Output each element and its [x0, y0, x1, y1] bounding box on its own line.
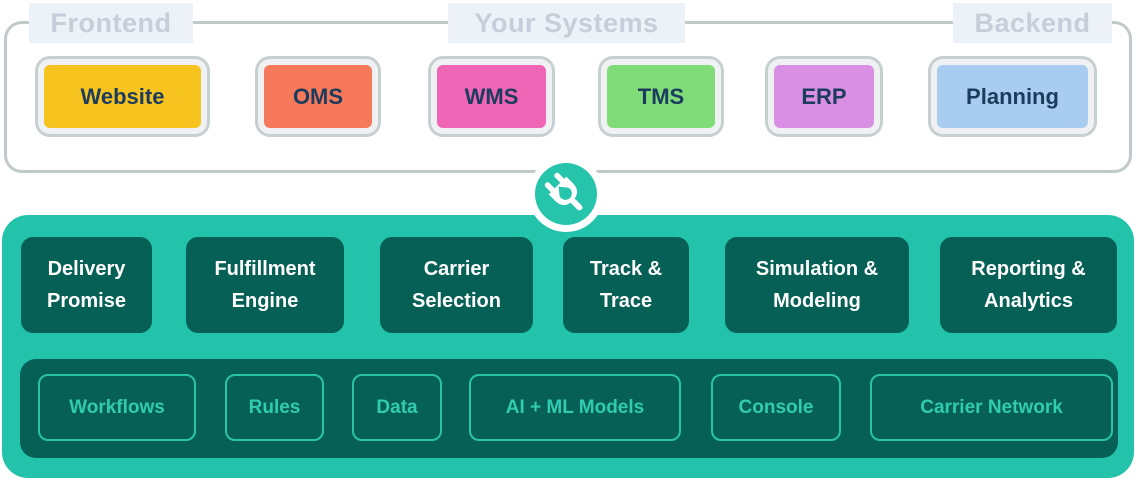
module-carrier-selection: Carrier Selection	[380, 237, 533, 333]
system-box-wms: WMS	[431, 59, 552, 134]
system-box-erp: ERP	[768, 59, 880, 134]
foundation-item-data: Data	[352, 374, 442, 441]
foundation-item-rules: Rules	[225, 374, 324, 441]
module-track-and-trace: Track & Trace	[563, 237, 689, 333]
group-label-backend: Backend	[953, 3, 1112, 43]
platform-panel: Delivery Promise Fulfillment Engine Carr…	[2, 215, 1134, 478]
module-reporting-and-analytics: Reporting & Analytics	[940, 237, 1117, 333]
system-box-oms: OMS	[258, 59, 378, 134]
system-box-planning: Planning	[931, 59, 1094, 134]
module-delivery-promise: Delivery Promise	[21, 237, 152, 333]
system-box-tms: TMS	[601, 59, 721, 134]
foundation-item-console: Console	[711, 374, 841, 441]
module-fulfillment-engine: Fulfillment Engine	[186, 237, 344, 333]
module-simulation-and-modeling: Simulation & Modeling	[725, 237, 909, 333]
plug-icon	[528, 156, 604, 232]
group-label-your-systems: Your Systems	[448, 3, 685, 43]
foundation-item-workflows: Workflows	[38, 374, 196, 441]
foundation-item-ai-ml-models: AI + ML Models	[469, 374, 681, 441]
group-label-frontend: Frontend	[29, 3, 193, 43]
foundation-item-carrier-network: Carrier Network	[870, 374, 1113, 441]
connector-badge	[528, 156, 604, 232]
foundation-bar: Workflows Rules Data AI + ML Models Cons…	[20, 359, 1118, 458]
system-box-website: Website	[38, 59, 207, 134]
